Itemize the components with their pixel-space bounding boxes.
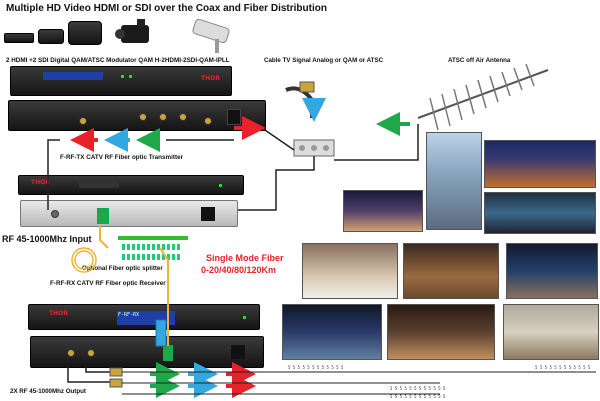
frequency-axis-right: 5 5 5 5 5 5 5 5 5 5 5 5 <box>535 365 591 370</box>
transmitter-display <box>79 182 119 188</box>
photo-sports-bar <box>387 304 495 360</box>
modulator-display <box>43 72 103 80</box>
rf-port <box>51 210 59 218</box>
status-led <box>219 184 222 187</box>
status-led <box>129 75 132 78</box>
fiber-port <box>163 345 173 361</box>
frequency-axis-lower: 5 5 5 5 5 5 5 5 5 5 5 5 <box>390 386 446 391</box>
receiver-front: THOR F-RF-RX <box>28 304 260 330</box>
rf-port <box>204 117 212 125</box>
video-source-icon <box>38 29 64 44</box>
photo-city-screens <box>426 132 482 230</box>
photo-restaurant <box>403 243 499 299</box>
camera-icon <box>115 19 159 52</box>
power-socket <box>227 109 241 125</box>
receiver-logo: THOR <box>49 310 68 317</box>
fiber-label-line2: 0-20/40/80/120Km <box>201 265 277 275</box>
rf-port <box>139 113 147 121</box>
receiver-rear <box>30 336 264 368</box>
splitter-icon <box>293 139 335 157</box>
photo-arena <box>282 304 382 360</box>
transmitter-label: F-RF-TX CATV RF Fiber optic Transmitter <box>60 154 184 161</box>
modulator-front: THOR <box>10 66 232 96</box>
antenna-label: ATSC off Air Antenna <box>448 57 511 64</box>
power-socket <box>201 207 215 221</box>
modulator-logo: THOR <box>201 75 220 82</box>
page-title: Multiple HD Video HDMI or SDI over the C… <box>6 3 327 14</box>
rf-port <box>79 117 87 125</box>
photo-hotel-room <box>302 243 398 299</box>
status-led <box>121 75 124 78</box>
rf-port <box>87 349 95 357</box>
modulator-label: 2 HDMI +2 SDI Digital QAM/ATSC Modulator… <box>6 57 230 64</box>
status-led <box>243 316 246 319</box>
receiver-label: F-RF-RX CATV RF Fiber optic Receiver <box>50 280 166 287</box>
photo-concert <box>343 190 423 232</box>
frequency-axis-bottom: 5 5 5 5 5 5 5 5 5 5 5 5 <box>390 394 446 399</box>
photo-airport-board <box>506 243 598 299</box>
frequency-axis-left: 5 5 5 5 5 5 5 5 5 5 5 5 <box>288 365 344 370</box>
rf-output-label: 2X RF 45-1000Mhz Output <box>10 388 86 395</box>
video-source-icon <box>68 21 102 45</box>
security-camera-icon <box>185 15 235 55</box>
rf-port <box>179 113 187 121</box>
photo-control-room <box>484 192 596 234</box>
splitter-icon <box>118 236 188 264</box>
antenna-icon <box>417 63 549 131</box>
fiber-label-line1: Single Mode Fiber <box>206 253 284 263</box>
power-socket <box>231 345 245 359</box>
video-source-icon <box>4 33 34 43</box>
rf-port <box>159 113 167 121</box>
photo-stadium-crowd <box>484 140 596 188</box>
transmitter-logo: THOR <box>31 179 50 186</box>
rf-input-label: RF 45-1000Mhz Input <box>2 234 92 244</box>
splitter-label: Optional Fiber optic splitter <box>82 265 163 272</box>
transmitter-front: THOR <box>18 175 244 195</box>
transmitter-rear <box>20 200 238 227</box>
cable-tv-label: Cable TV Signal Analog or QAM or ATSC <box>264 57 384 64</box>
photo-classroom <box>503 304 599 360</box>
fiber-port <box>97 208 109 224</box>
rf-port <box>67 349 75 357</box>
